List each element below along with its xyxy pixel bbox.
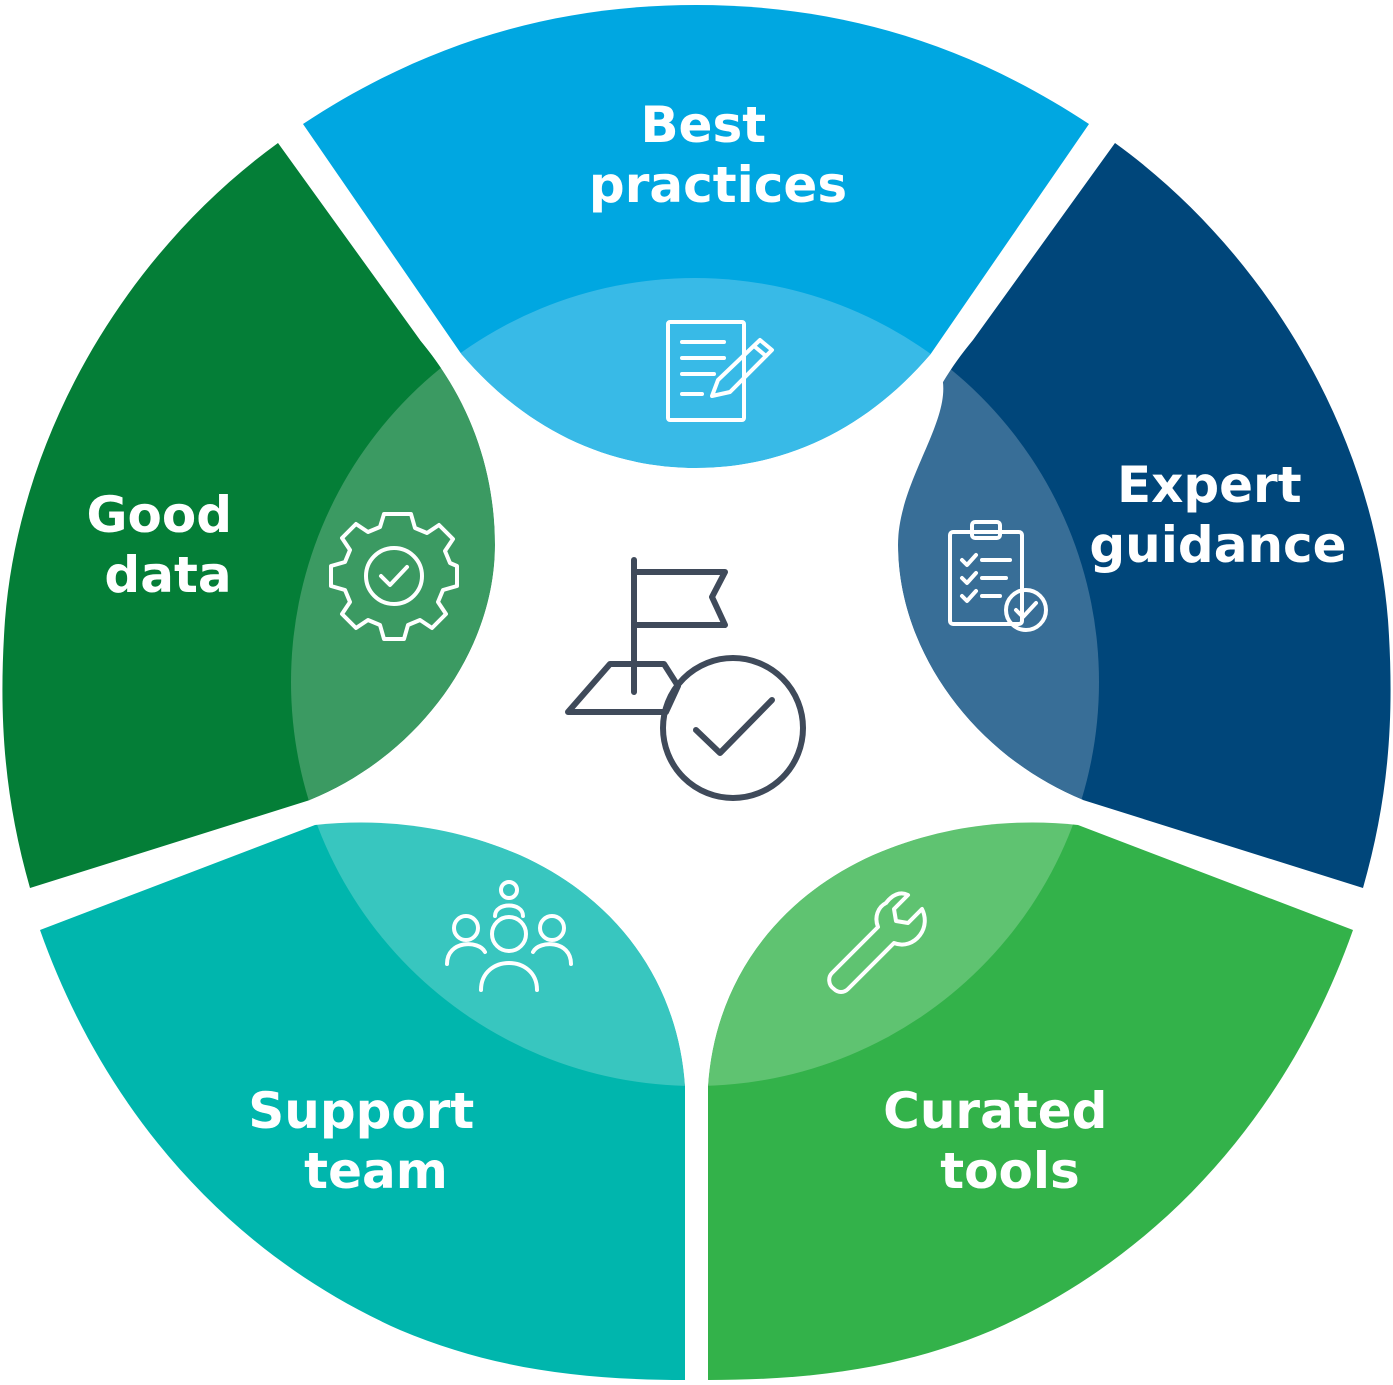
segment-best-practices-label: Best practices [589, 96, 847, 214]
segment-support-team-label-line-1: Support [248, 1082, 474, 1140]
segment-best-practices-shape [303, 5, 1089, 468]
wrench-icon [827, 891, 927, 994]
document-pencil-icon [666, 320, 774, 422]
segment-support-team-shape [40, 822, 685, 1380]
segment-support-team-label: Support team [248, 1082, 492, 1200]
segment-support-team: Support team [40, 822, 685, 1380]
segment-expert-guidance-shape [898, 143, 1391, 888]
segment-good-data-label: Good data [87, 486, 250, 604]
segment-curated-tools-label: Curated tools [883, 1082, 1125, 1200]
segment-support-team-label-line-2: team [304, 1142, 448, 1200]
segment-curated-tools-label-line-2: tools [940, 1142, 1080, 1200]
segment-expert-guidance-label-line-1: Expert [1117, 456, 1302, 514]
segment-good-data-label-line-1: Good [87, 486, 233, 544]
center-white-area [310, 340, 1083, 1085]
flag-check-icon [565, 557, 806, 801]
segment-curated-tools: Curated tools [708, 822, 1353, 1380]
segment-good-data-shape [2, 143, 495, 888]
segment-expert-guidance-label: Expert guidance [1089, 456, 1346, 574]
segment-best-practices-label-line-2: practices [589, 156, 847, 214]
segment-good-data: Good data [2, 143, 495, 888]
segment-expert-guidance: Expert guidance [898, 143, 1391, 888]
clipboard-checklist-icon [948, 520, 1048, 632]
people-group-icon [445, 880, 573, 992]
gear-check-icon [329, 512, 459, 641]
segment-curated-tools-label-line-1: Curated [883, 1082, 1107, 1140]
segment-curated-tools-shape [708, 822, 1353, 1380]
segment-best-practices: Best practices [303, 5, 1089, 468]
segment-good-data-label-line-2: data [104, 546, 231, 604]
segment-expert-guidance-label-line-2: guidance [1089, 516, 1346, 574]
segment-best-practices-label-line-1: Best [640, 96, 766, 154]
